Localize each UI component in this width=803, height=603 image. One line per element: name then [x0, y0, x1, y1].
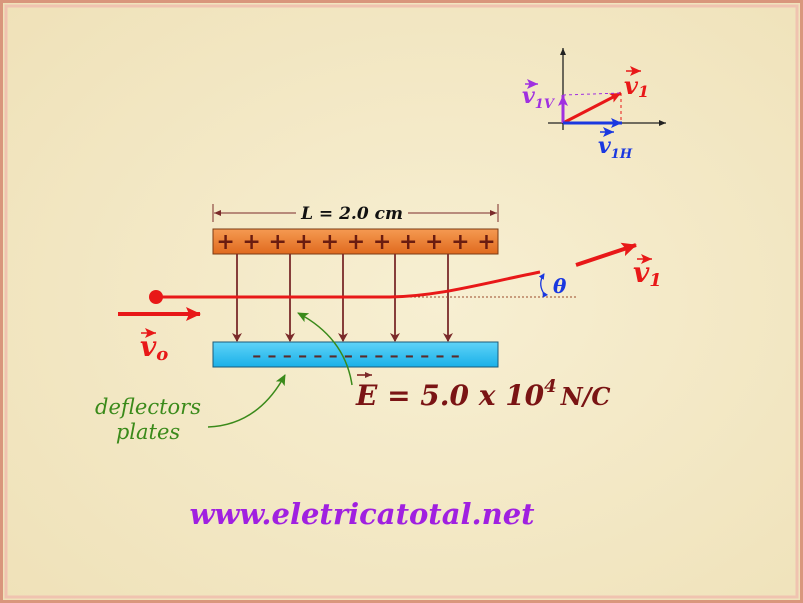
positive-plate [212, 228, 499, 255]
caption-line-1: deflectors [95, 395, 201, 419]
inset-v1-arrow [562, 91, 622, 125]
field-pointer-arrow [297, 312, 353, 386]
negative-charges: – – – – – – – – – – – – – – [252, 345, 459, 366]
inset-dashed-horizontal [562, 92, 622, 96]
plate-length-dimension: L = 2.0 cm [212, 204, 499, 224]
v1-arrow [575, 242, 637, 267]
frame-inner [4, 4, 799, 599]
plate-length-label: L = 2.0 cm [300, 204, 403, 224]
inset-v1-label: v1 [624, 71, 649, 101]
particle-trajectory: θ [149, 242, 637, 304]
inset-v1v-label: v1V [522, 83, 556, 112]
trajectory-path [158, 270, 541, 299]
positive-charges: + + + + + + + + + + + [216, 229, 495, 255]
v0-label: vo [140, 330, 168, 365]
v1-label: v1 [633, 256, 662, 291]
theta-label: θ [553, 274, 567, 298]
website-url: www.eletricatotal.net [189, 497, 535, 531]
inset-v1h-label: v1H [598, 133, 633, 162]
caption-pointer-arrow [207, 374, 286, 428]
negative-plate [212, 341, 499, 368]
particle [149, 290, 163, 304]
caption-line-2: plates [116, 420, 181, 444]
theta-arc [538, 273, 549, 298]
velocity-components-inset: v1 v1V v1H [522, 48, 666, 162]
